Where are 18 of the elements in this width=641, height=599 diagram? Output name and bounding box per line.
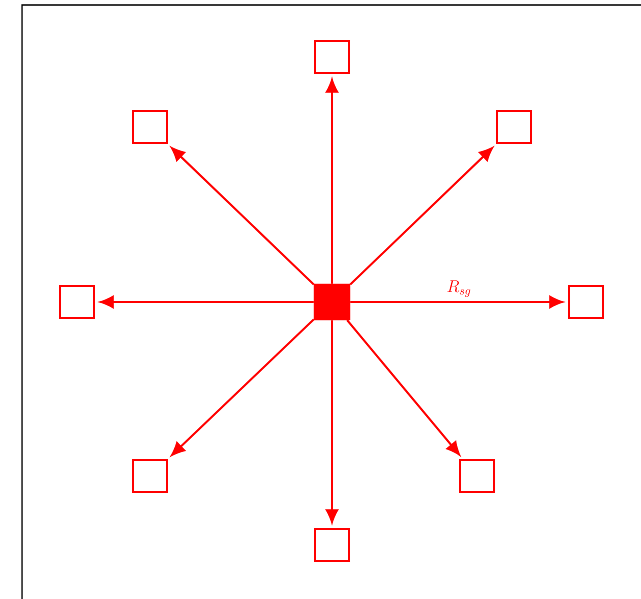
square-box <box>314 40 350 74</box>
edge-label: $R_{sg}$ <box>447 280 470 297</box>
arrow <box>350 296 563 308</box>
square-box <box>496 110 532 144</box>
square-box <box>314 528 350 562</box>
square-box <box>58 284 96 320</box>
arrow <box>100 296 314 308</box>
arrow <box>171 147 314 286</box>
arrow <box>171 318 314 456</box>
square-box <box>458 458 496 494</box>
arrow <box>346 320 460 456</box>
square-box <box>132 110 168 144</box>
filled-square <box>314 284 350 320</box>
square-box <box>568 284 604 320</box>
arrow <box>326 320 338 523</box>
arrow <box>326 79 338 284</box>
square-box <box>132 458 168 494</box>
arrow <box>350 147 493 286</box>
